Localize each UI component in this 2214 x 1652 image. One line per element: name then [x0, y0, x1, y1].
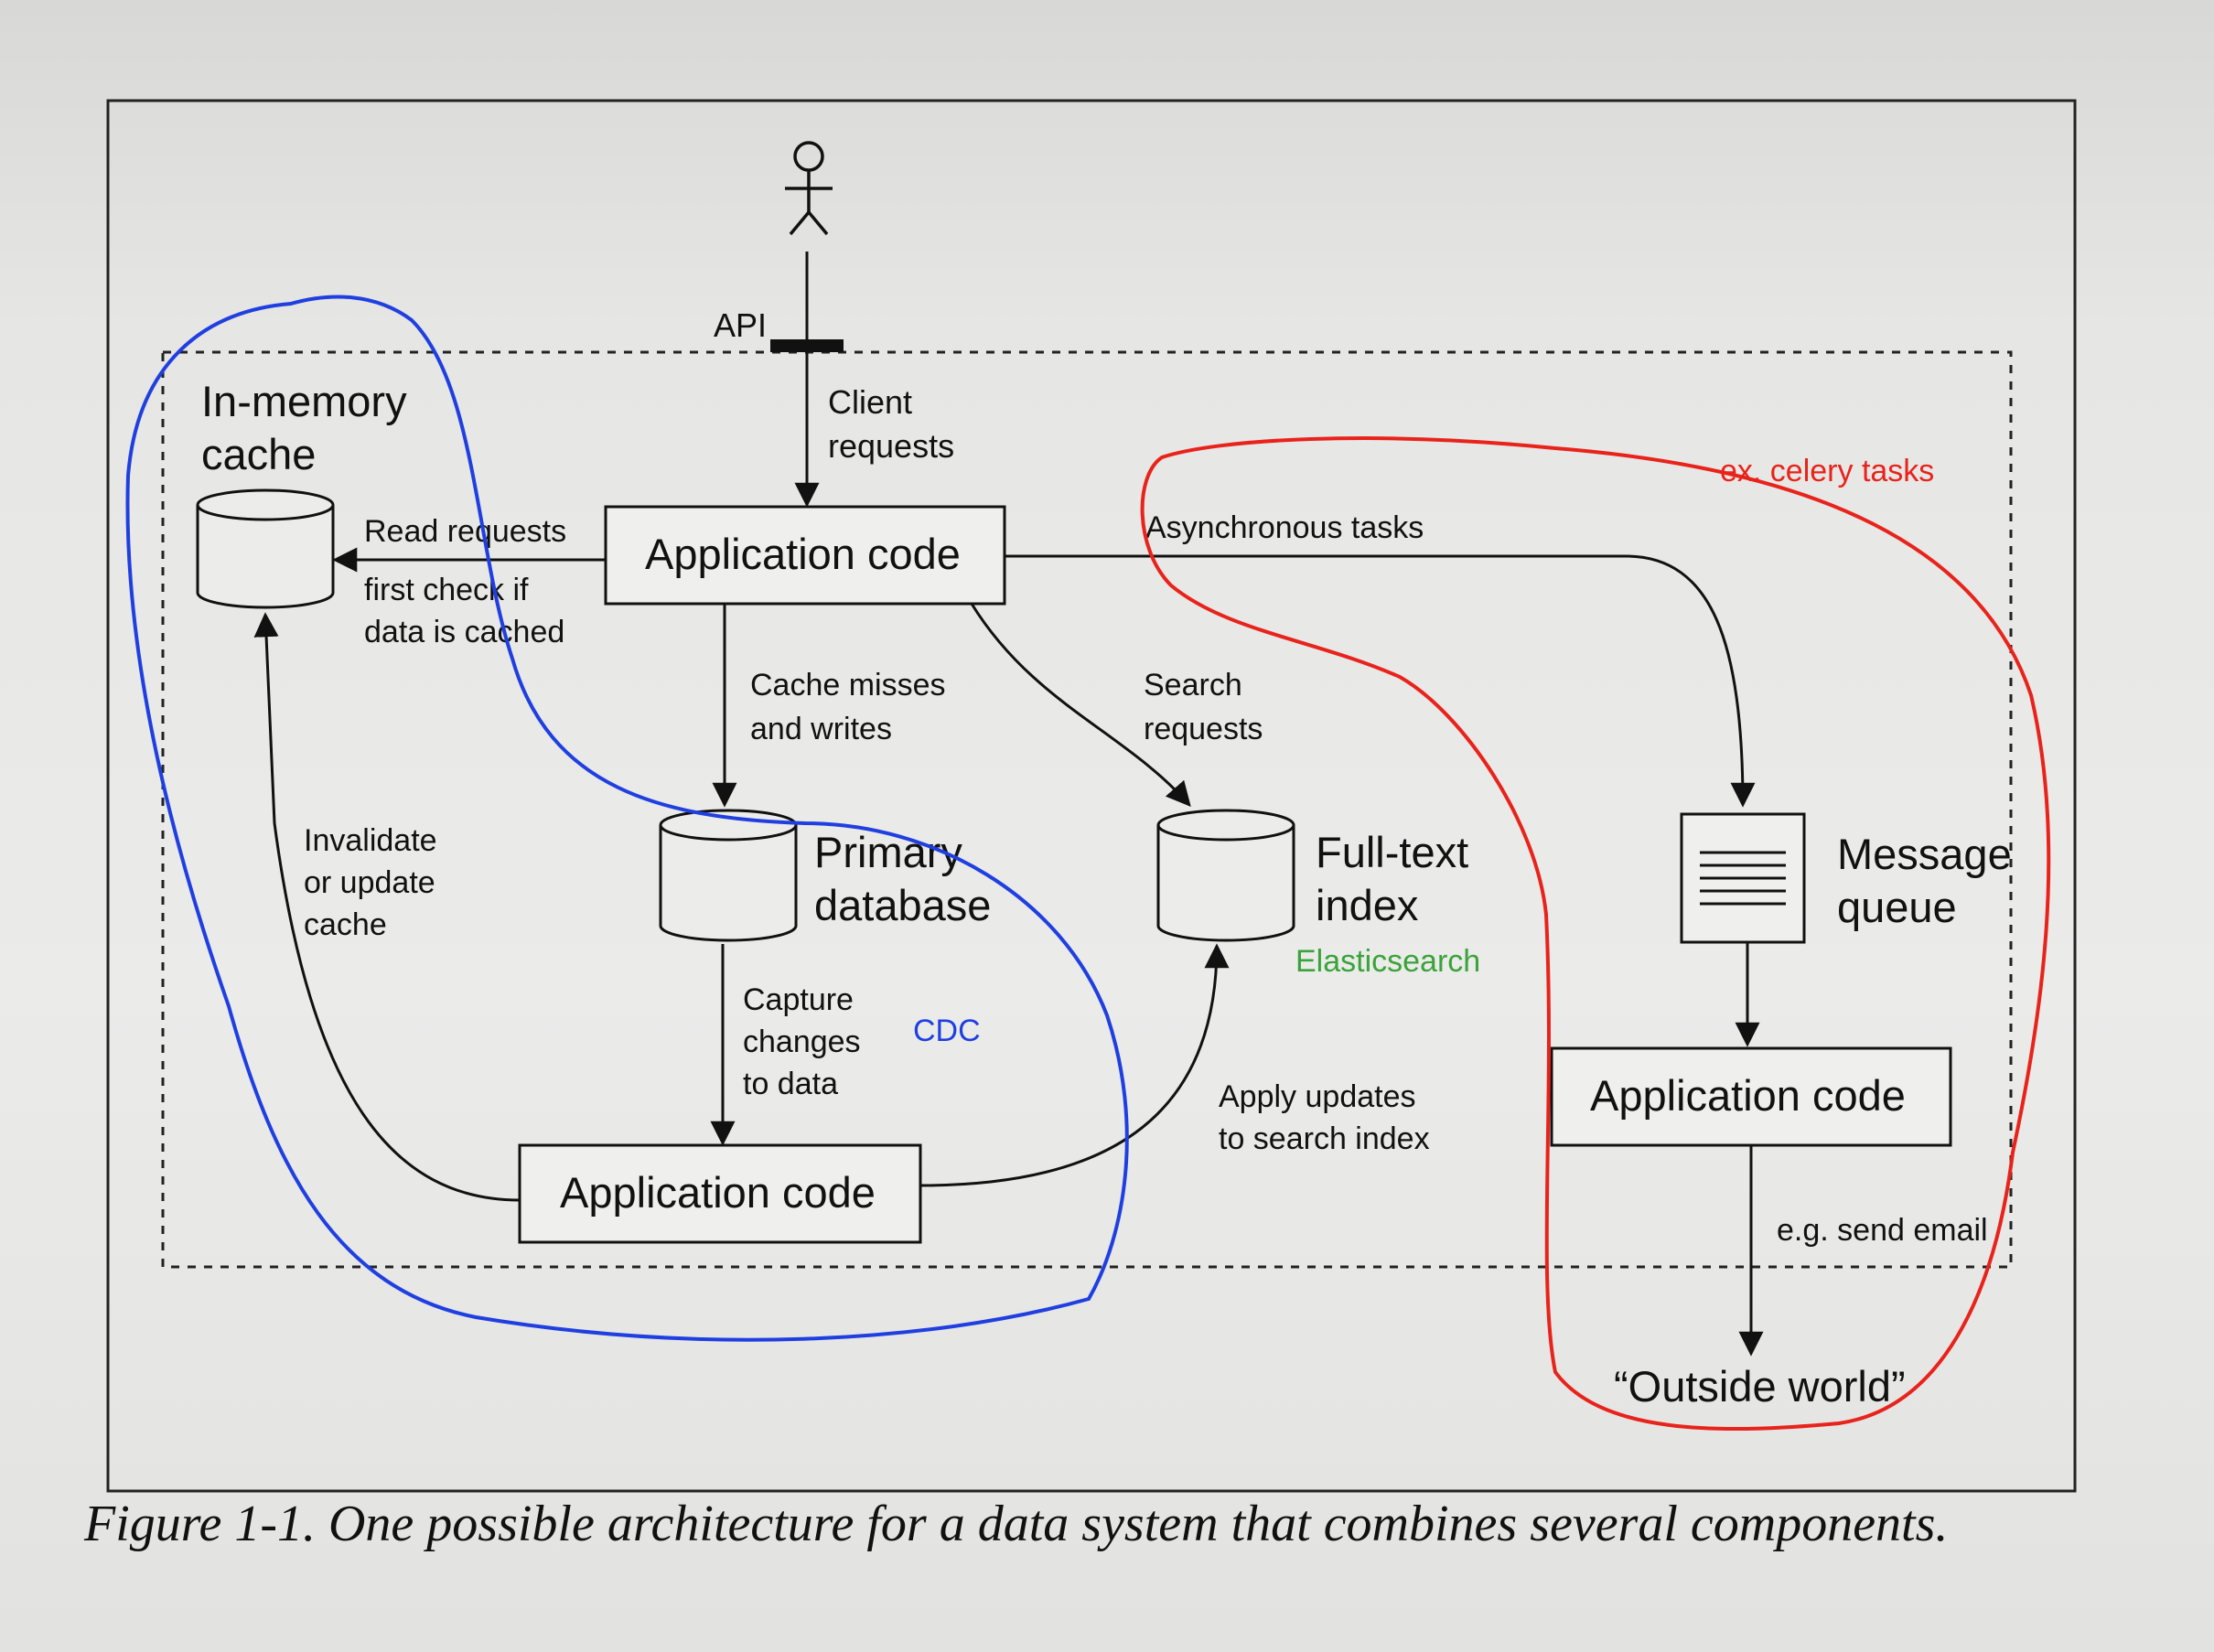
- cdc-annotation-loop: [125, 295, 1129, 1342]
- cache-misses-label-1: Cache misses: [750, 668, 946, 703]
- capture-changes-label-2: changes: [743, 1024, 861, 1059]
- async-tasks-label: Asynchronous tasks: [1145, 510, 1424, 545]
- search-requests-label-2: requests: [1144, 712, 1263, 746]
- message-queue-label-2: queue: [1837, 883, 1957, 931]
- app-code-main-label: Application code: [645, 530, 961, 578]
- invalidate-label-2: or update: [304, 865, 435, 900]
- app-code-right-box: [1550, 1046, 1952, 1147]
- primary-database-label-2: database: [814, 881, 991, 929]
- api-label: API: [714, 306, 767, 344]
- message-queue-label-1: Message: [1837, 830, 2012, 878]
- svg-text:Message queue: Message queue: [1837, 830, 2024, 931]
- message-queue-lines-icon: [1700, 851, 1786, 906]
- search-requests-label-1: Search: [1144, 668, 1242, 703]
- async-tasks-arrow: [1005, 554, 1756, 808]
- apply-updates-label-2: to search index: [1219, 1121, 1430, 1156]
- svg-text:Client requests: Client requests: [828, 383, 954, 465]
- app-code-main-box: [604, 505, 1006, 606]
- cache-title-2: cache: [201, 430, 316, 478]
- primary-database-cylinder-icon: [659, 809, 798, 942]
- capture-changes-label-3: to data: [743, 1067, 838, 1101]
- figure-frame: [106, 99, 2077, 1493]
- svg-text:Invalidate or update c: Invalidate or update cache: [304, 823, 446, 942]
- apply-updates-label-1: Apply updates: [1219, 1079, 1416, 1114]
- svg-text:In-memory cache: In-memory cache: [201, 377, 419, 478]
- cache-misses-label-2: and writes: [750, 712, 892, 746]
- celery-annotation-label: ex. celery tasks: [1720, 454, 1934, 488]
- system-boundary: [161, 350, 2013, 1269]
- send-email-label: e.g. send email: [1777, 1213, 1988, 1248]
- invalidate-cache-arrow: [253, 612, 521, 1202]
- fulltext-index-label-2: index: [1316, 881, 1418, 929]
- app-code-right-label: Application code: [1590, 1071, 1906, 1120]
- celery-annotation-loop: [1140, 436, 2051, 1432]
- svg-text:Apply updates to search in: Apply updates to search index: [1219, 1079, 1430, 1156]
- cache-cylinder-icon: [196, 488, 335, 609]
- read-requests-label-2: first check if: [364, 573, 529, 607]
- read-requests-label-3: data is cached: [364, 615, 564, 649]
- client-requests-label-1: Client: [828, 383, 912, 421]
- capture-changes-label-1: Capture: [743, 982, 854, 1017]
- app-code-bottom-label: Application code: [560, 1168, 876, 1217]
- primary-database-label-1: Primary: [814, 828, 962, 876]
- svg-text:Read requests first check: Read requests first check if data is cac…: [364, 514, 575, 649]
- app-code-bottom-box: [518, 1143, 922, 1244]
- svg-text:Search requests: Search requests: [1144, 668, 1263, 746]
- outside-world-label: “Outside world”: [1614, 1362, 1906, 1411]
- svg-text:Primary database: Primary database: [814, 828, 991, 929]
- read-requests-label-1: Read requests: [364, 514, 566, 549]
- invalidate-label-3: cache: [304, 907, 387, 942]
- cdc-annotation-label: CDC: [913, 1014, 981, 1048]
- cache-title-1: In-memory: [201, 377, 407, 425]
- search-requests-arrow: [970, 603, 1191, 808]
- svg-text:Cache misses and writes: Cache misses and writes: [750, 668, 954, 746]
- apply-updates-arrow: [919, 943, 1230, 1187]
- elasticsearch-annotation-label: Elasticsearch: [1295, 944, 1480, 979]
- fulltext-index-cylinder-icon: [1156, 809, 1295, 942]
- invalidate-label-1: Invalidate: [304, 823, 437, 858]
- svg-text:Full-text index: Full-text index: [1316, 828, 1480, 929]
- client-requests-label-2: requests: [828, 427, 954, 465]
- figure-caption: Figure 1-1. One possible architecture fo…: [84, 1496, 1949, 1552]
- fulltext-index-label-1: Full-text: [1316, 828, 1468, 876]
- user-icon: [785, 141, 833, 236]
- svg-text:Capture changes to dat: Capture changes to data: [743, 982, 869, 1101]
